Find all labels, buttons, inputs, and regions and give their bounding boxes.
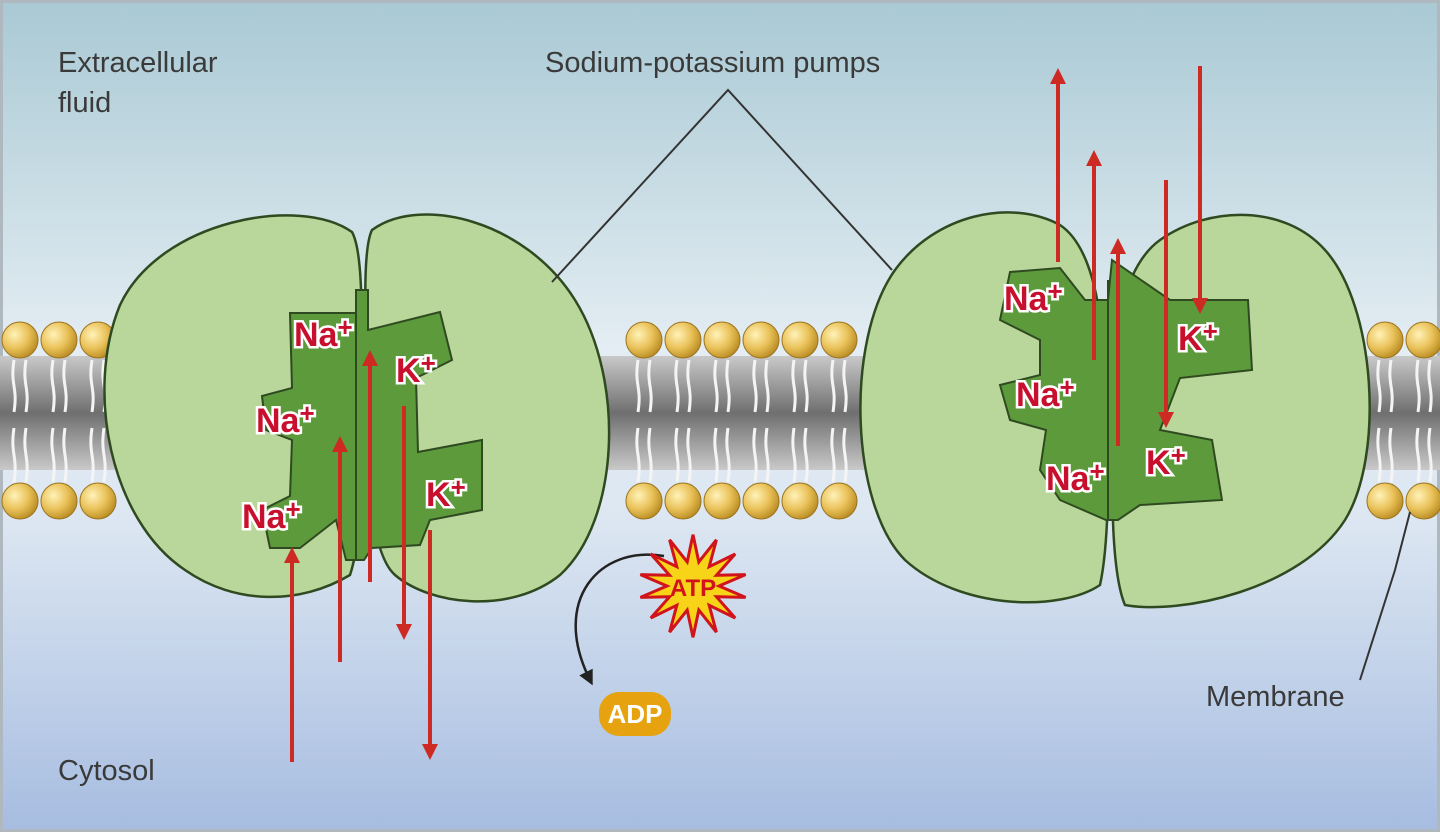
lipid-tail: [50, 359, 56, 413]
lipid-head: [742, 482, 780, 520]
lipid-head: [703, 321, 741, 359]
lipid-tail: [23, 427, 29, 483]
lipid-tail: [713, 427, 719, 483]
right-pump: [859, 211, 1371, 609]
lipid-head: [781, 321, 819, 359]
membrane-label: Membrane: [1206, 681, 1345, 713]
lipid-tail: [1376, 359, 1382, 413]
lipid-tail: [11, 359, 17, 413]
lipid-head: [625, 321, 663, 359]
lipid-tail: [1415, 427, 1421, 483]
atp-to-adp-arrow: [574, 553, 665, 686]
lipid-tail: [842, 359, 848, 413]
lipid-tail: [50, 427, 56, 483]
lipid-head: [625, 482, 663, 520]
lipid-head: [820, 482, 858, 520]
lipid-head: [781, 482, 819, 520]
lipid-tail: [686, 359, 692, 413]
left-pump: [103, 213, 611, 603]
lipid-tail: [713, 359, 719, 413]
lipid-tail: [830, 427, 836, 483]
lipid-head: [742, 321, 780, 359]
lipid-tail: [764, 359, 770, 413]
lipid-tail: [647, 359, 653, 413]
adp-badge-background: [599, 692, 671, 736]
lipid-head: [1, 482, 39, 520]
lipid-tail: [803, 359, 809, 413]
lipid-tail: [62, 359, 68, 413]
lipid-head: [1405, 482, 1440, 520]
extracellular-label-line1: Extracellular: [58, 47, 218, 79]
transport-arrows: [284, 66, 1208, 762]
right-pump-k-ion-2: K+: [1146, 440, 1186, 482]
lipid-tail: [803, 427, 809, 483]
lipid-head: [40, 482, 78, 520]
lipid-tail: [635, 359, 641, 413]
leader-lines: [551, 88, 1411, 681]
lipid-tail: [635, 427, 641, 483]
lipid-head: [79, 482, 117, 520]
lipid-tail: [791, 359, 797, 413]
lipid-tail: [725, 427, 731, 483]
lipid-tail: [725, 359, 731, 413]
lipid-head: [1405, 321, 1440, 359]
right-pump-na-ion-1: Na+: [1004, 276, 1063, 318]
lipid-head: [703, 482, 741, 520]
lipid-tail: [1388, 427, 1394, 483]
lipid-tail: [752, 427, 758, 483]
right-pump-na-ion-2: Na+: [1016, 372, 1075, 414]
lipid-tail: [830, 359, 836, 413]
lipid-tail: [1427, 359, 1433, 413]
lipid-head: [40, 321, 78, 359]
lipid-tail: [842, 427, 848, 483]
lipid-head: [820, 321, 858, 359]
left-pump-k-ion-2: K+: [426, 472, 466, 514]
lipid-head: [1, 321, 39, 359]
lipid-head: [1366, 321, 1404, 359]
atp-label: ATP: [670, 575, 716, 602]
lipid-tail: [89, 359, 95, 413]
lipid-tail: [674, 427, 680, 483]
lipid-tail: [791, 427, 797, 483]
lipid-tail: [1388, 359, 1394, 413]
left-pump-na-ion-2: Na+: [256, 398, 315, 440]
right-pump-channel: [998, 258, 1254, 521]
lipid-head: [664, 482, 702, 520]
right-pump-na-ion-3: Na+: [1046, 456, 1105, 498]
pumps-leader-line: [551, 88, 893, 283]
lipid-heads-top: [1, 321, 1440, 359]
lipid-tail: [23, 359, 29, 413]
lipid-tail: [1376, 427, 1382, 483]
lipid-tail: [647, 427, 653, 483]
lipid-tail: [686, 427, 692, 483]
membrane-leader-line: [1359, 511, 1411, 681]
cytosol-label: Cytosol: [58, 755, 155, 787]
lipid-tail: [752, 359, 758, 413]
lipid-tail: [764, 427, 770, 483]
atp-burst: ATP: [639, 534, 747, 638]
adp-badge: ADP: [599, 692, 671, 736]
extracellular-label-line2: fluid: [58, 87, 111, 119]
lipid-tails: [11, 359, 1433, 483]
lipid-tail: [1427, 427, 1433, 483]
lipid-tail: [1415, 359, 1421, 413]
lipid-tail: [89, 427, 95, 483]
lipid-heads-bottom: [1, 482, 1440, 520]
right-pump-k-ion-1: K+: [1178, 316, 1218, 358]
pumps-label: Sodium-potassium pumps: [545, 47, 880, 79]
adp-label: ADP: [608, 699, 663, 729]
left-pump-k-ion-1: K+: [396, 348, 436, 390]
lipid-tail: [62, 427, 68, 483]
lipid-tail: [11, 427, 17, 483]
lipid-head: [664, 321, 702, 359]
lipid-head: [1366, 482, 1404, 520]
lipid-tail: [674, 359, 680, 413]
left-pump-na-ion-1: Na+: [294, 312, 353, 354]
left-pump-na-ion-3: Na+: [242, 494, 301, 536]
lipid-tail: [101, 427, 107, 483]
atp-star-shape: [639, 534, 747, 638]
